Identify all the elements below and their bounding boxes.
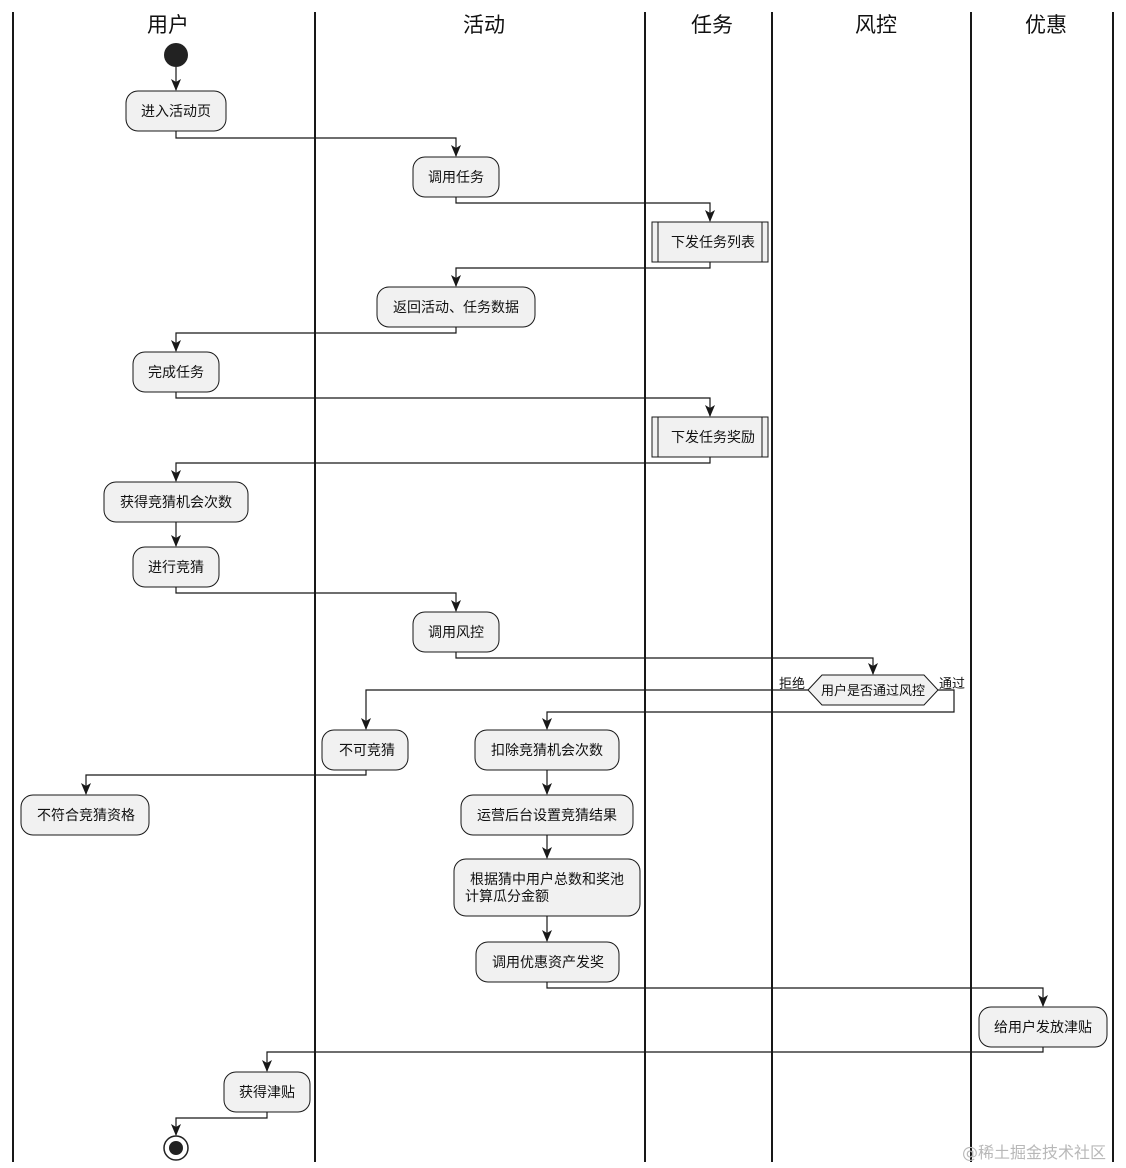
activity-give-allowance: 给用户发放津贴 [978,1006,1108,1048]
flow-arrow [171,1111,268,1136]
flow-connectors [81,67,1048,1136]
activity-label: 调用风控 [428,625,484,641]
lane-title-user: 用户 [147,13,189,37]
flow-arrow [175,586,461,612]
activity-get-allowance: 获得津贴 [223,1071,311,1113]
activity-label: 进入活动页 [141,104,211,120]
activity-calculate-split: 根据猜中用户总数和奖池 计算瓜分金额 [453,858,641,917]
activity-label: 不可竞猜 [339,742,395,759]
flow-arrow [175,131,461,157]
activity-label: 进行竞猜 [148,559,204,576]
activity-label: 完成任务 [148,365,204,381]
activity-label: 返回活动、任务数据 [393,300,519,316]
activity-label: 给用户发放津贴 [994,1019,1092,1036]
flow-arrow [175,391,715,417]
activity-label: 扣除竞猜机会次数 [491,742,603,759]
flow-arrow [81,769,367,795]
activity-label-line2: 计算瓜分金额 [465,889,549,905]
flow-arrow-pass [542,689,955,730]
flow-arrow [171,326,457,352]
activity-enter-page: 进入活动页 [125,90,227,132]
lane-title-activity: 活动 [463,13,505,37]
activity-label: 下发任务列表 [671,235,755,251]
decision-risk-check: 用户是否通过风控 [807,674,939,706]
flow-arrow [451,262,711,287]
flow-arrow-reject [361,689,808,730]
activity-return-data: 返回活动、任务数据 [376,286,536,328]
activity-issue-task-list: 下发任务列表 [651,221,769,263]
activity-label: 获得竞猜机会次数 [120,494,232,511]
watermark-text: @稀土掘金技术社区 [962,1143,1106,1162]
lane-title-risk-control: 风控 [855,13,897,37]
activity-cannot-guess: 不可竞猜 [321,729,409,771]
end-node [163,1135,189,1161]
decision-label: 用户是否通过风控 [821,683,925,699]
activity-complete-task: 完成任务 [132,351,220,393]
activity-label: 调用优惠资产发奖 [492,954,604,971]
activity-issue-task-reward: 下发任务奖励 [651,416,769,458]
lane-title-coupon: 优惠 [1025,13,1067,37]
activity-label: 运营后台设置竞猜结果 [477,807,617,824]
lane-title-task: 任务 [691,13,733,37]
activity-get-chances: 获得竞猜机会次数 [103,481,249,523]
activity-label-line1: 根据猜中用户总数和奖池 [470,871,624,888]
activity-not-eligible: 不符合竞猜资格 [20,794,150,836]
flow-arrow [455,651,878,675]
flow-arrow [171,457,711,482]
activity-call-risk: 调用风控 [412,611,500,653]
flow-arrow [546,981,1048,1007]
activity-deduct-chances: 扣除竞猜机会次数 [474,729,620,771]
flow-arrow [455,197,715,222]
activity-call-coupon: 调用优惠资产发奖 [475,941,620,983]
branch-label-pass: 通过 [939,677,965,692]
activity-label: 调用任务 [428,170,484,186]
swimlane-dividers [12,12,1114,1162]
branch-label-reject: 拒绝 [779,676,805,692]
activity-set-result: 运营后台设置竞猜结果 [460,794,634,836]
activity-label: 不符合竞猜资格 [37,807,135,824]
activity-label: 获得津贴 [239,1084,295,1101]
activity-do-guess: 进行竞猜 [132,546,220,588]
flow-arrow [262,1046,1044,1072]
activity-label: 下发任务奖励 [671,429,755,446]
start-node [164,43,188,67]
activity-call-task: 调用任务 [412,156,500,198]
